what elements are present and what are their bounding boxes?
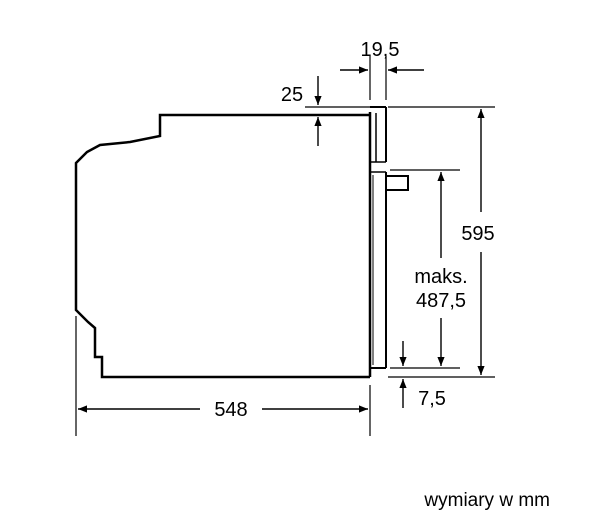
oven-door-handle [385,175,409,191]
dim-label-height-total: 595 [461,223,494,245]
dim-label-max-value: 487,5 [416,290,466,312]
dim-label-max: maks. [414,266,467,288]
oven-body-outline [74,113,370,379]
oven-front-panel [368,106,387,377]
dimension-arrows [78,66,485,413]
dim-label-depth: 548 [214,399,247,421]
units-caption: wymiary w mm [423,490,550,511]
dim-label-bottom-gap: 7,5 [418,388,446,410]
extension-lines [75,56,495,436]
dim-label-width-top: 19,5 [361,39,400,61]
dim-label-top-gap: 25 [281,84,303,106]
